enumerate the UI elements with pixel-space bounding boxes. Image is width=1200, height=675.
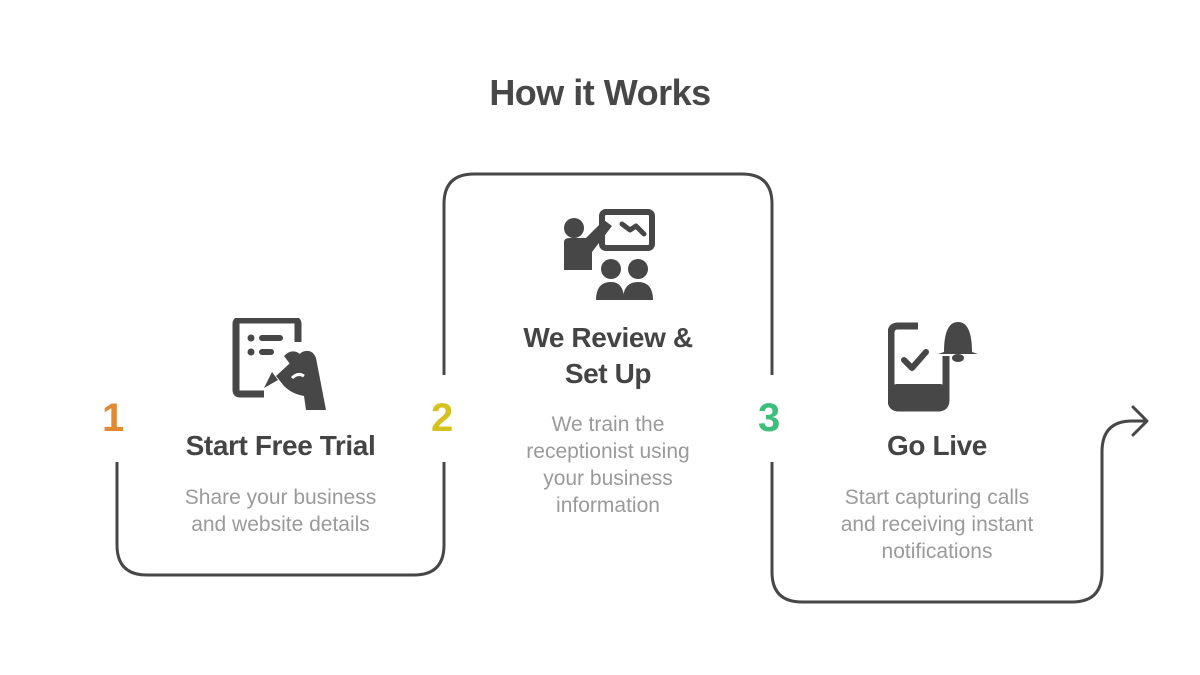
step-3-number: 3	[758, 396, 781, 440]
title-line: We Review &	[523, 322, 693, 353]
arrow-head-icon	[1131, 405, 1149, 437]
step-3-title: Go Live	[887, 430, 987, 461]
desc-line: information	[556, 494, 660, 517]
desc-line: your business	[543, 467, 673, 490]
desc-line: Start capturing calls	[844, 486, 1030, 509]
step-1-title: Start Free Trial	[185, 430, 376, 461]
step-2-frame	[442, 172, 774, 375]
presentation-audience-icon	[564, 209, 655, 300]
page-title: How it Works	[489, 72, 711, 113]
step-3-frame	[770, 419, 1146, 604]
step-1-description: Share your business and website details	[117, 484, 444, 538]
step-2-number: 2	[431, 396, 454, 440]
desc-line: and receiving instant	[840, 513, 1034, 536]
step-2-description: We train the receptionist using your bus…	[444, 411, 772, 519]
desc-line: receptionist using	[526, 440, 690, 463]
step-1-number: 1	[102, 396, 125, 440]
phone-check-bell-icon	[888, 322, 978, 412]
form-writing-icon	[232, 318, 326, 410]
desc-line: notifications	[881, 540, 993, 563]
step-3-description: Start capturing calls and receiving inst…	[772, 484, 1102, 565]
desc-line: Share your business	[184, 486, 377, 509]
step-2-title: We Review & Set Up	[444, 320, 772, 392]
title-line: Set Up	[564, 358, 652, 389]
desc-line: and website details	[191, 513, 370, 536]
step-1-frame	[115, 462, 446, 577]
desc-line: We train the	[551, 413, 665, 436]
